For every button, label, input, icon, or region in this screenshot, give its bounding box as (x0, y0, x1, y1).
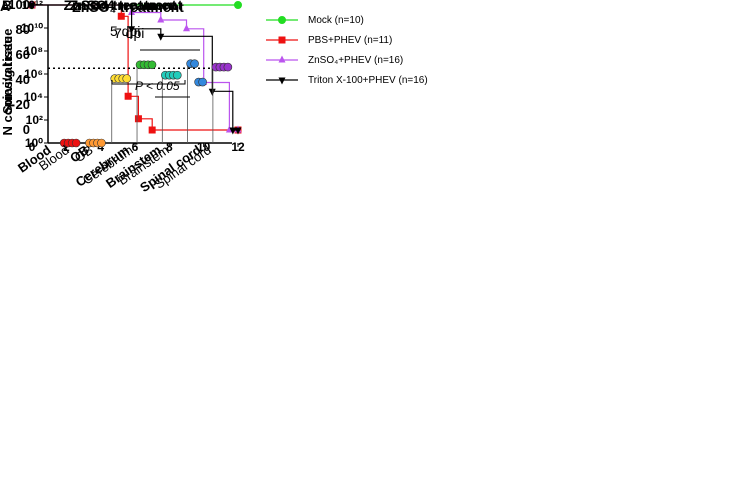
survival-point (229, 127, 237, 135)
survival-point (234, 1, 242, 9)
survival-series-3 (28, 2, 242, 135)
x-tick-label: 6 (132, 140, 139, 154)
legend-marker (278, 55, 286, 63)
p-value-label: P < 0.05 (135, 79, 180, 93)
dot-group-5 (186, 59, 207, 143)
y-tick-label: 100 (8, 0, 30, 12)
legend-marker-circle-icon (266, 16, 298, 24)
survival-point (128, 26, 136, 34)
data-point (190, 59, 199, 68)
legend-marker (278, 16, 286, 24)
legend-label: Mock (n=10) (308, 14, 364, 26)
x-category-labels: BloodBloodOBOBCerebrumCerebrumBrainstemB… (15, 142, 214, 195)
survival-step-line (32, 4, 238, 131)
y-axis-label-b: N copies/g tissue (0, 29, 15, 136)
survival-point (183, 24, 190, 32)
y-tick-label: 10² (26, 113, 43, 127)
x-tick-label: 2 (63, 140, 70, 154)
y-tick-labels-b: 10⁰ 10² 10⁴ 10⁶ 10⁸ 10¹⁰ 10¹² (21, 0, 48, 150)
survival-point (134, 115, 142, 123)
survival-point (234, 127, 242, 135)
legend-label: ZnSO₄+PHEV (n=16) (308, 54, 404, 66)
legend-item-triton: Triton X-100+PHEV (n=16) (262, 70, 428, 90)
y-tick-label: 10⁸ (24, 44, 43, 58)
legend-label: PBS+PHEV (n=11) (308, 34, 393, 46)
dot-group-1 (85, 138, 106, 148)
x-tick-label: 12 (231, 140, 245, 154)
survival-point (28, 2, 36, 10)
legend: Mock (n=10) PBS+PHEV (n=11) ZnSO₄+PHEV (… (262, 10, 428, 90)
title-b: ZnSO4 treatment (70, 0, 183, 13)
y-tick-label: 10⁶ (24, 67, 43, 81)
x-tick-label: 8 (166, 140, 173, 154)
significance-bracket (111, 49, 200, 98)
survival-point (208, 88, 216, 96)
legend-item-pbs: PBS+PHEV (n=11) (262, 30, 428, 50)
legend-marker (278, 36, 286, 44)
y-axis-label-a: Survival rate (0, 36, 15, 114)
x-tick-label: 0 (29, 140, 36, 154)
survival-series-2 (28, 0, 242, 133)
title-a: ZnSO4 treatment (64, 0, 177, 13)
y-tick-labels-a: 0 20 40 60 80 100 (8, 0, 30, 137)
dpi-5-label: 5 dpi (110, 23, 140, 39)
survival-point (124, 92, 132, 100)
data-point (223, 62, 233, 72)
legend-marker-square-icon (266, 36, 298, 44)
y-tick-label: 80 (16, 22, 30, 37)
data-point (71, 138, 81, 148)
dot-group-3 (135, 60, 157, 143)
y-tick-label: 0 (23, 122, 30, 137)
survival-step-line (32, 4, 238, 131)
dot-group-0 (59, 138, 81, 148)
dpi-7-label: 7 dpi (114, 25, 144, 41)
panel-label-a: A (0, 0, 10, 14)
y-tick-label: 20 (16, 97, 30, 112)
dot-group-6 (211, 62, 233, 143)
data-point (97, 138, 106, 148)
y-tick-label: 10⁴ (24, 90, 43, 104)
data-point (147, 60, 157, 70)
y-tick-label: 10¹² (22, 0, 43, 12)
dot-group-2 (110, 74, 132, 143)
survival-point (148, 126, 156, 134)
legend-item-mock: Mock (n=10) (262, 10, 428, 30)
legend-marker-triangle-up-icon (266, 55, 298, 63)
bracket-line (111, 80, 186, 85)
survival-point (117, 12, 125, 20)
survival-point (157, 15, 165, 23)
y-tick-label: 60 (16, 47, 30, 62)
y-tick-label: 10⁰ (25, 136, 43, 150)
title-c: ZnSO₄ treatment (72, 0, 184, 15)
legend-marker-triangle-down-icon (266, 77, 298, 85)
survival-point (157, 33, 165, 41)
legend-marker (278, 77, 286, 85)
data-point (122, 74, 132, 83)
legend-label: Triton X-100+PHEV (n=16) (308, 74, 428, 86)
x-tick-label: 10 (197, 140, 211, 154)
panel-label-b: B (2, 0, 12, 13)
data-point (173, 70, 182, 80)
y-tick-label: 10¹⁰ (21, 21, 43, 35)
dot-group-4 (161, 70, 182, 143)
legend-item-znso4: ZnSO₄+PHEV (n=16) (262, 50, 428, 70)
y-tick-label: 40 (16, 72, 30, 87)
data-point (198, 77, 207, 87)
